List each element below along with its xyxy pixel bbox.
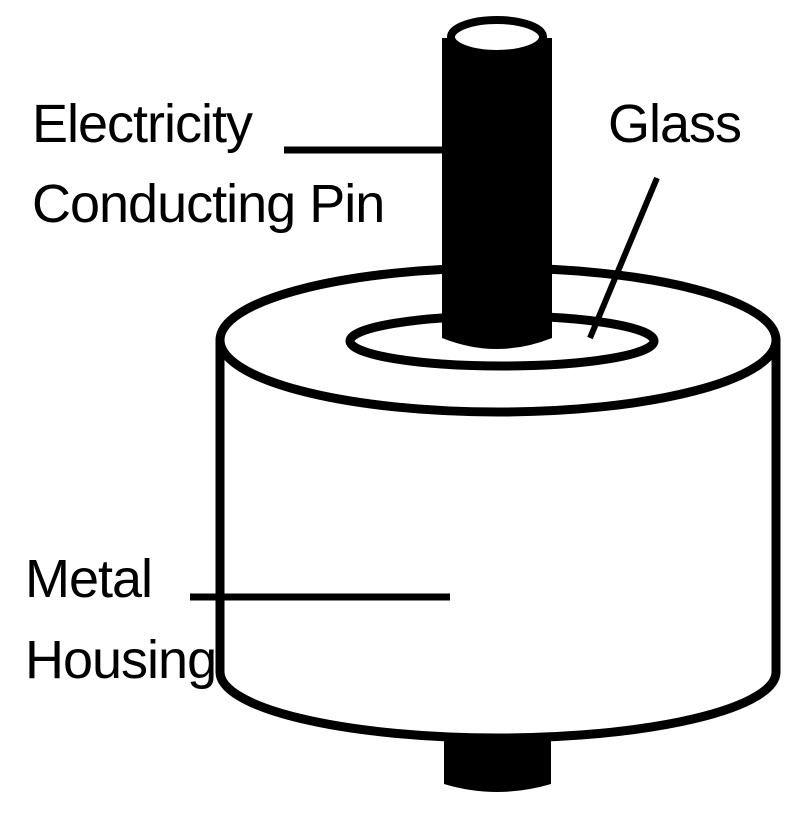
housing-body bbox=[215, 335, 781, 743]
pin-upper bbox=[442, 38, 552, 349]
housing-label-line2: Housing bbox=[25, 630, 216, 690]
pin-label-line2: Conducting Pin bbox=[32, 174, 384, 234]
pin-top-face bbox=[447, 16, 547, 58]
housing-label-line1: Metal bbox=[25, 549, 152, 609]
glass-label: Glass bbox=[608, 94, 741, 154]
pin-label-line1: Electricity bbox=[32, 94, 253, 154]
glass-leader-line bbox=[587, 176, 660, 340]
